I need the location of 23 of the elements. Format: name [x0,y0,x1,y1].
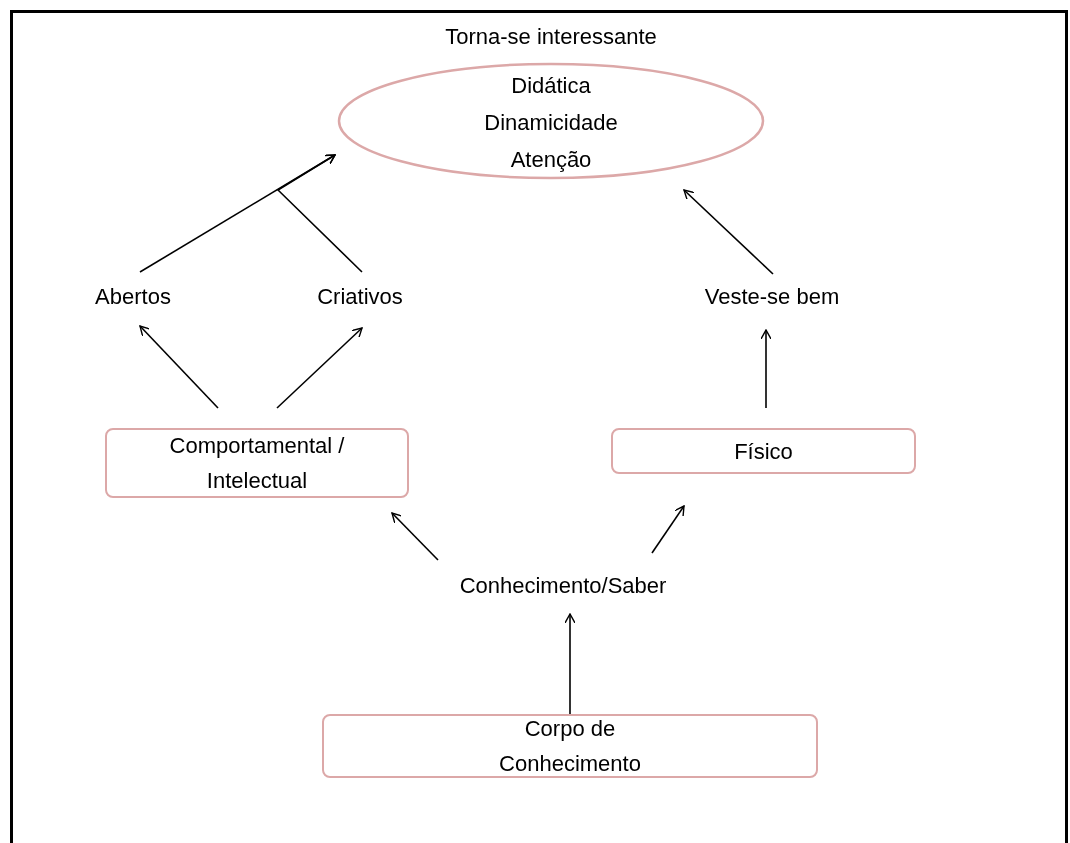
arrow [564,613,576,715]
arrow [276,327,363,409]
arrow [760,329,772,409]
text-label: Abertos [78,282,188,312]
process-box [611,428,916,474]
process-box [105,428,409,498]
ellipse-heading: Torna-se interessante [444,23,658,51]
text-label: Criativos [300,282,420,312]
process-box [322,714,818,778]
box-text: Comportamental / Intelectual [168,432,346,495]
arrow [391,512,439,561]
arrow [139,154,336,273]
arrow [139,325,219,409]
box-text: Corpo de Conhecimento [498,715,642,778]
box-text: Físico [733,437,794,466]
arrow [651,505,685,554]
arrow [276,154,363,273]
text-label: Veste-se bem [686,282,858,312]
ellipse-text: Didática [511,72,591,100]
text-label: Conhecimento/Saber [425,570,701,602]
arrow [683,189,774,275]
ellipse-text: Dinamicidade [484,109,618,137]
ellipse-text: Atenção [510,146,592,174]
